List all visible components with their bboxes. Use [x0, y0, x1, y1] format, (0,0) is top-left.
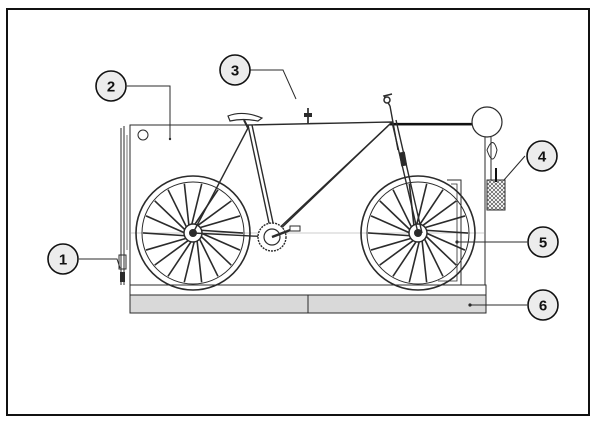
- wheel-spoke: [408, 240, 421, 283]
- wheel-spoke: [200, 232, 241, 251]
- wheel-spoke: [145, 237, 188, 251]
- wheel-spoke: [425, 232, 466, 251]
- wheel-spoke: [167, 189, 188, 229]
- wheel-spoke: [423, 215, 466, 229]
- handlebar: [382, 93, 393, 107]
- lamp-circle: [471, 106, 503, 138]
- wheel-spoke: [198, 237, 219, 277]
- base-platform: [129, 284, 487, 314]
- wheel-spoke: [142, 232, 186, 237]
- hinge-door: [118, 126, 128, 285]
- wheel-spoke: [198, 215, 241, 229]
- wheel-spoke: [196, 200, 232, 227]
- callout-1: 1: [47, 243, 79, 275]
- front-fork: [398, 151, 408, 167]
- wheel-spoke: [196, 239, 203, 283]
- wheel-spoke: [379, 239, 415, 266]
- wheel-spoke: [199, 235, 232, 266]
- wheel-spoke: [190, 183, 203, 226]
- wheel-spoke: [367, 232, 411, 237]
- wheel-spoke: [418, 189, 444, 226]
- wheel-spoke: [421, 239, 428, 283]
- rear-wheel: [135, 175, 251, 291]
- wheel-spoke: [370, 237, 413, 251]
- callout-5: 5: [527, 226, 559, 258]
- callout-2: 2: [95, 70, 127, 102]
- leader-4: [503, 155, 526, 181]
- wheel-spoke: [392, 189, 413, 229]
- leader-3: [250, 69, 297, 100]
- bicycle: [135, 93, 476, 291]
- wheel-spoke: [167, 240, 193, 277]
- wheel-spoke: [392, 240, 418, 277]
- wheel-spoke: [421, 200, 457, 227]
- wheel-spoke: [424, 235, 457, 266]
- leader-2: [127, 85, 171, 139]
- callout-1-label: 1: [59, 252, 67, 269]
- saddle: [227, 112, 264, 129]
- wheel-spoke: [423, 237, 444, 277]
- callout-3: 3: [219, 54, 251, 86]
- callout-4: 4: [526, 140, 558, 172]
- crankset: [257, 222, 301, 252]
- wheel-spoke: [145, 215, 186, 234]
- wheel-spoke: [425, 229, 469, 234]
- callout-5-label: 5: [539, 235, 547, 252]
- callout-6-label: 6: [539, 298, 547, 315]
- wheel-spoke: [183, 183, 190, 227]
- wheel-spoke: [154, 200, 187, 231]
- leader-lines: [79, 69, 527, 306]
- bike-frame: [192, 105, 423, 239]
- callout-3-label: 3: [231, 63, 239, 80]
- side-basket: [486, 137, 506, 211]
- callout-2-label: 2: [107, 79, 115, 96]
- callout-6: 6: [527, 289, 559, 321]
- callout-4-label: 4: [538, 149, 547, 166]
- wheel-spoke: [379, 200, 412, 231]
- wheel-spoke: [200, 229, 244, 234]
- wheel-spoke: [154, 239, 190, 266]
- wheel-spoke: [370, 215, 411, 234]
- wheel-spoke: [183, 240, 196, 283]
- leader-1: [79, 258, 121, 269]
